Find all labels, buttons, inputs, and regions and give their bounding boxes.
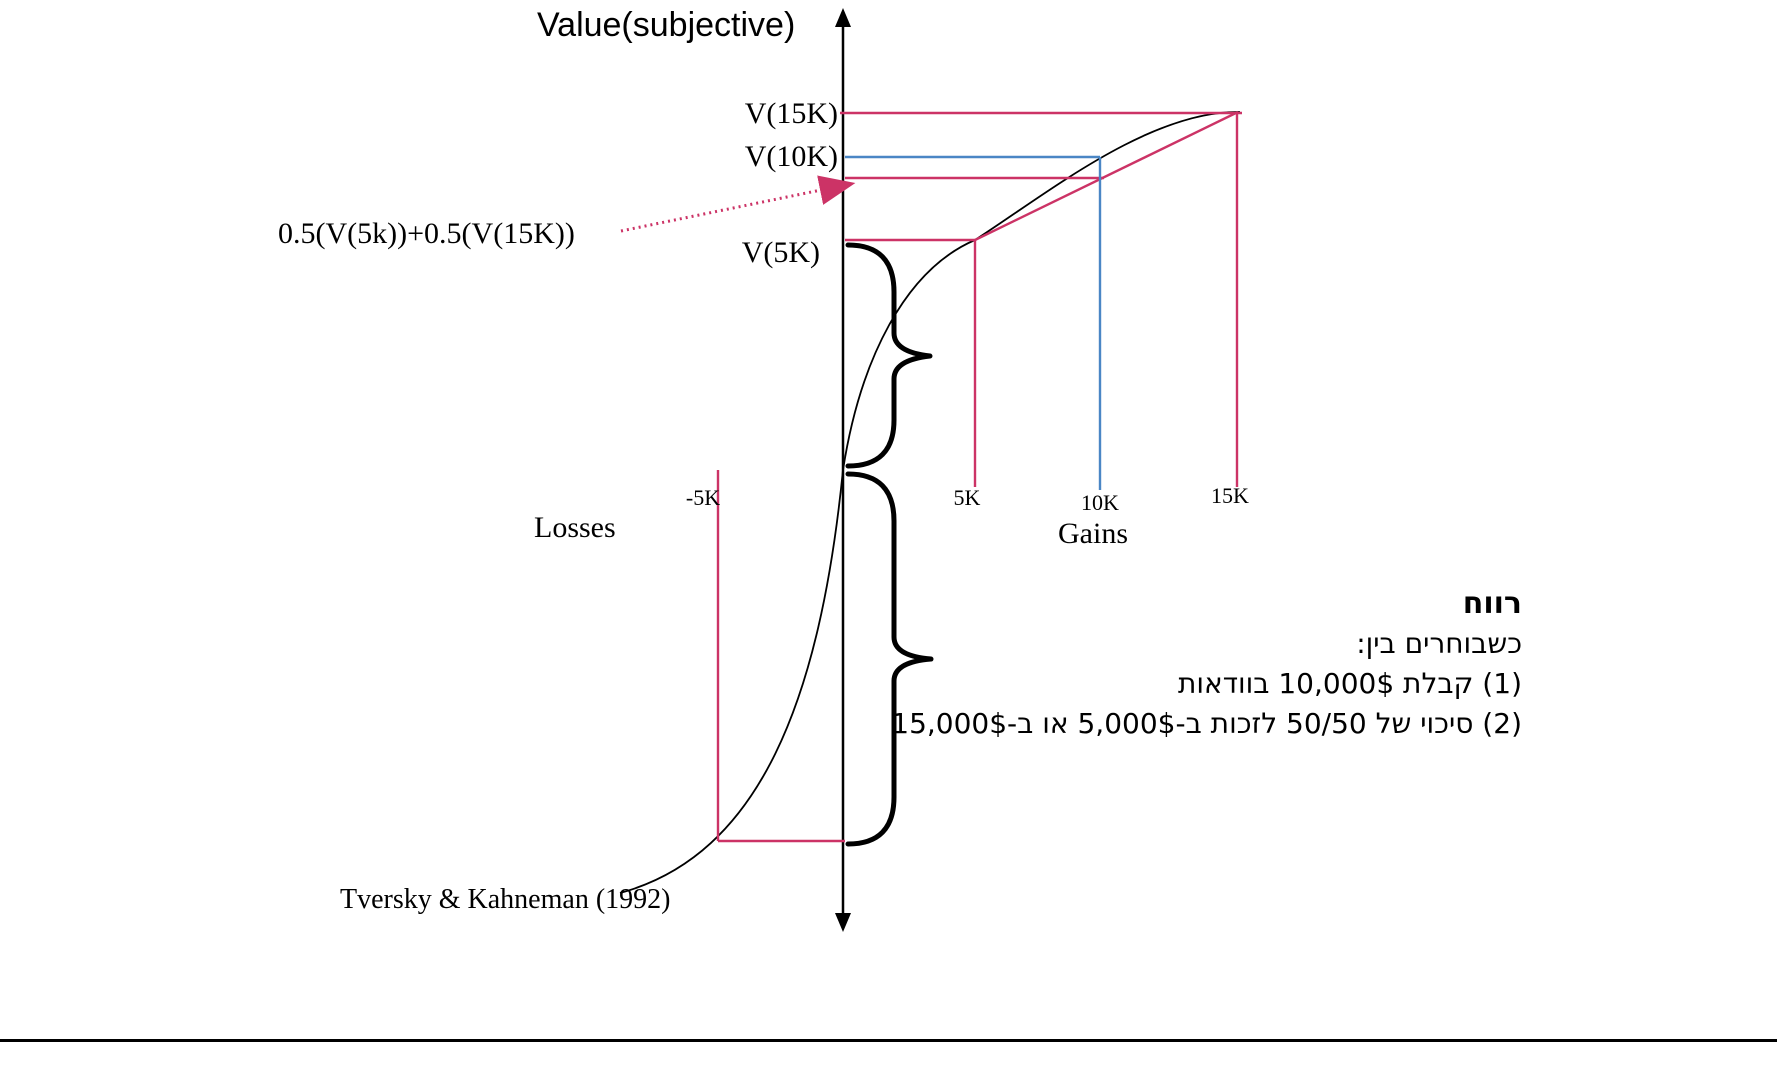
tick-5k: 5K xyxy=(953,485,981,510)
v5k-label: V(5K) xyxy=(741,236,820,269)
tick-10k: 10K xyxy=(1081,490,1119,515)
y-axis-title: Value(subjective) xyxy=(537,6,796,44)
tick-15k: 15K xyxy=(1211,483,1249,508)
slide-bottom-border xyxy=(0,1039,1777,1042)
chord-5k-15k xyxy=(974,110,1239,242)
tick-neg-5k: -5K xyxy=(685,485,721,510)
v15k-label: V(15K) xyxy=(744,97,838,130)
y-axis-arrow-up-icon xyxy=(835,8,851,27)
annotation-block: רווח כשבוחרים בין: (1) קבלת 10,000$ בווד… xyxy=(891,584,1522,744)
v10k-label: V(10K) xyxy=(744,140,838,173)
value-curve xyxy=(619,111,1241,894)
annotation-line-3: (2) סיכוי של 50/50 לזכות ב-5,000$ או ב-1… xyxy=(891,707,1522,740)
expected-value-arrow xyxy=(620,175,856,233)
losses-label: Losses xyxy=(534,511,616,544)
losses-brace xyxy=(845,471,934,847)
gains-brace xyxy=(845,242,933,469)
annotation-heading: רווח xyxy=(1462,586,1522,621)
citation-label: Tversky & Kahneman (1992) xyxy=(340,884,671,915)
annotation-line-2: (1) קבלת 10,000$ בוודאות xyxy=(1177,667,1522,700)
gains-label: Gains xyxy=(1058,517,1128,550)
y-axis-arrow-down-icon xyxy=(835,913,851,932)
annotation-line-1: כשבוחרים בין: xyxy=(1356,627,1522,660)
expected-value-label: 0.5(V(5k))+0.5(V(15K)) xyxy=(278,217,575,250)
